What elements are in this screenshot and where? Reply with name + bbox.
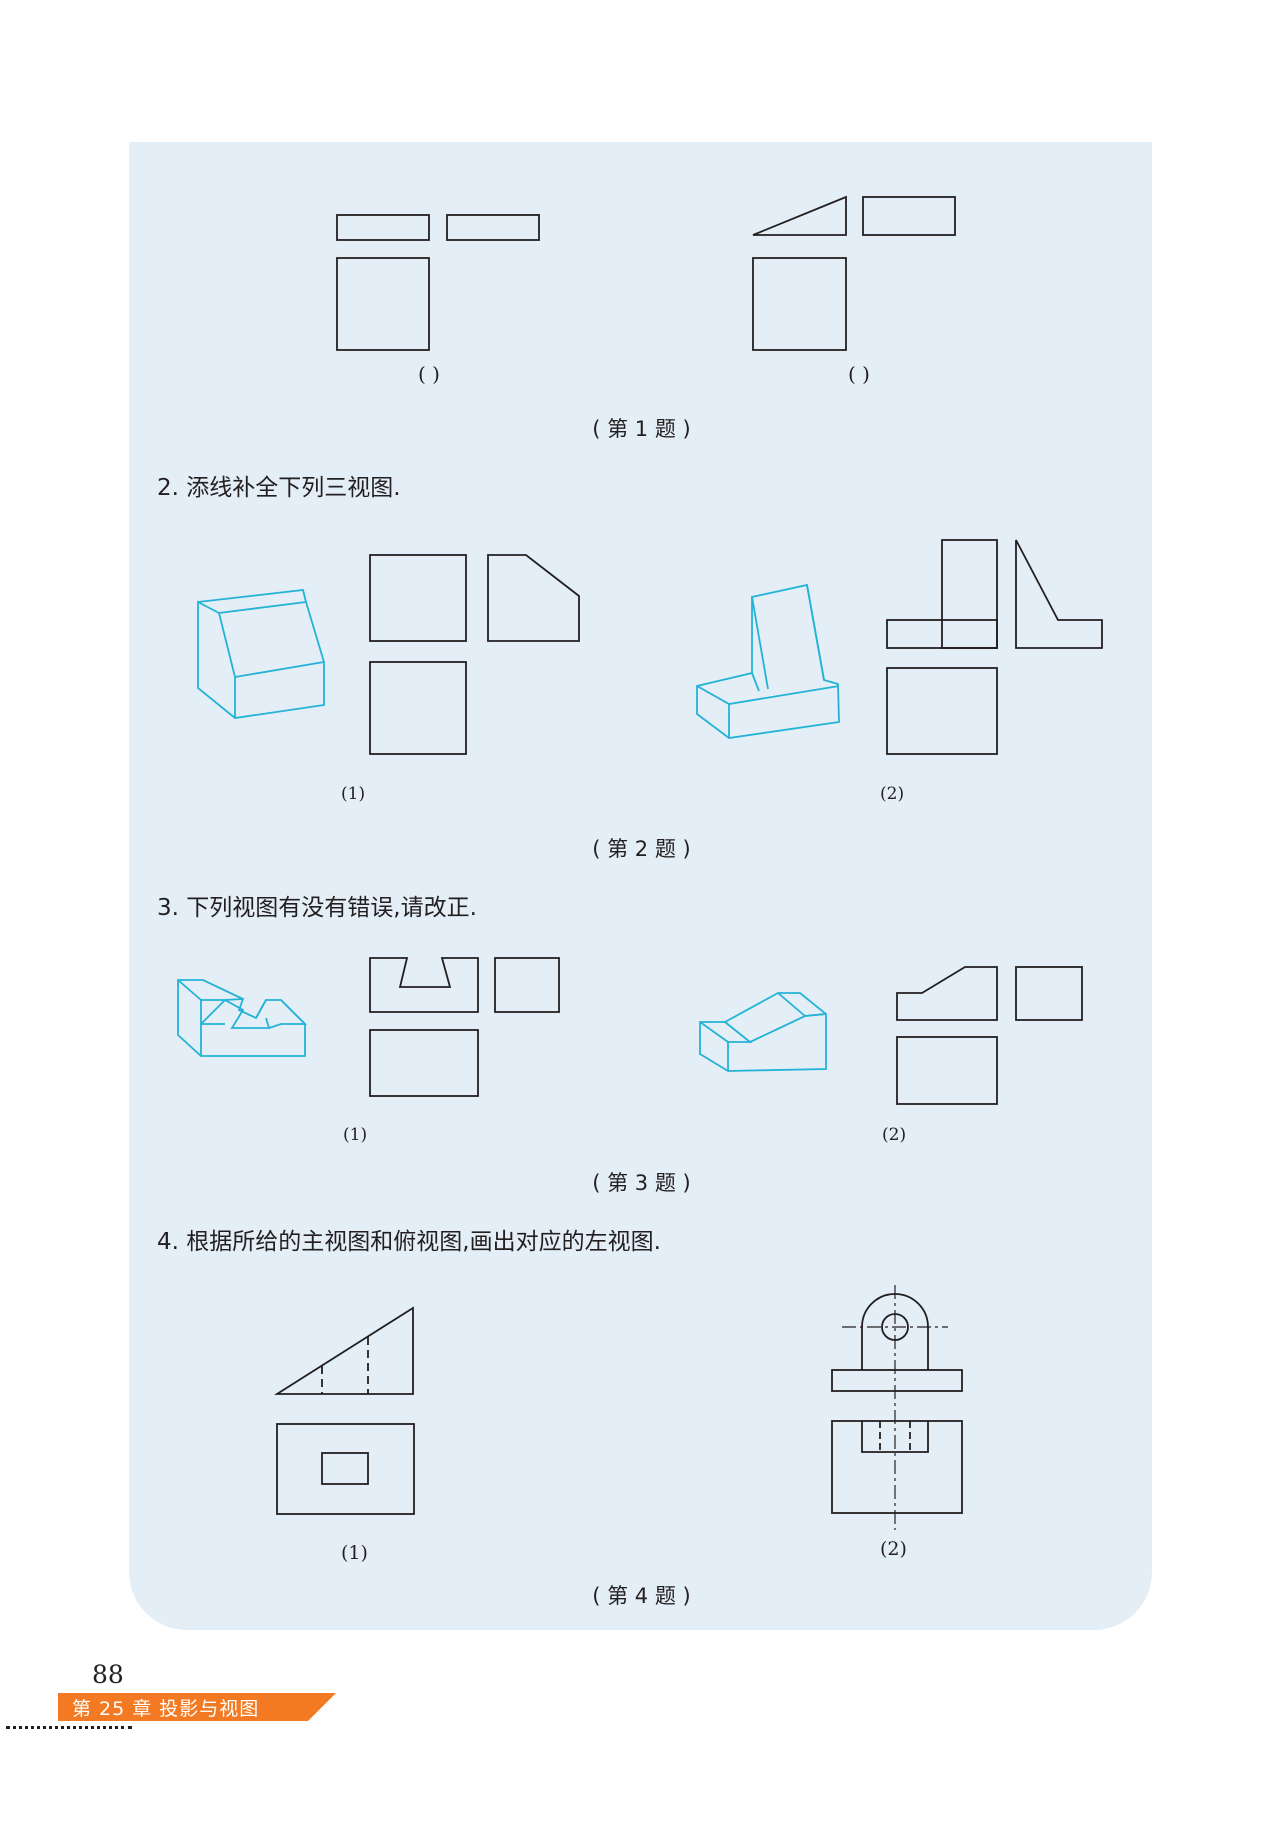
q3-text: 3. 下列视图有没有错误,请改正. (157, 895, 477, 921)
q1-left-views (336, 214, 540, 351)
q1-left-answer-blank: ( ) (418, 362, 440, 386)
q2-text: 2. 添线补全下列三视图. (157, 475, 401, 501)
q3-2-solid-drawing (699, 992, 827, 1072)
q1-caption: ( 第 1 题 ) (592, 417, 691, 441)
q2-caption: ( 第 2 题 ) (592, 837, 691, 861)
q4-sub-1: (1) (341, 1542, 368, 1564)
q2-2-views (886, 539, 1103, 755)
q3-2-views (896, 966, 1083, 1105)
q2-1-solid-drawing (197, 589, 325, 719)
q4-text: 4. 根据所给的主视图和俯视图,画出对应的左视图. (157, 1229, 661, 1255)
q3-1-solid-drawing (177, 979, 308, 1057)
q2-1-views (369, 554, 580, 755)
q3-sub-2: (2) (882, 1125, 907, 1145)
chapter-label: 第 25 章 投影与视图 (72, 1698, 260, 1720)
chapter-banner (58, 1693, 336, 1721)
q4-1-views (273, 1306, 415, 1515)
q2-sub-2: (2) (880, 784, 905, 804)
q2-sub-1: (1) (341, 784, 366, 804)
q3-caption: ( 第 3 题 ) (592, 1171, 691, 1195)
page-number: 88 (92, 1660, 124, 1689)
dotted-rule (6, 1726, 132, 1729)
q4-2-views (831, 1285, 963, 1530)
q4-caption: ( 第 4 题 ) (592, 1584, 691, 1608)
q2-2-solid-drawing (696, 583, 840, 739)
q1-right-answer-blank: ( ) (848, 362, 870, 386)
q3-1-views (369, 957, 560, 1097)
q1-right-views (752, 195, 956, 351)
q4-sub-2: (2) (880, 1538, 907, 1560)
q3-sub-1: (1) (343, 1125, 368, 1145)
exercise-panel (129, 142, 1152, 1630)
